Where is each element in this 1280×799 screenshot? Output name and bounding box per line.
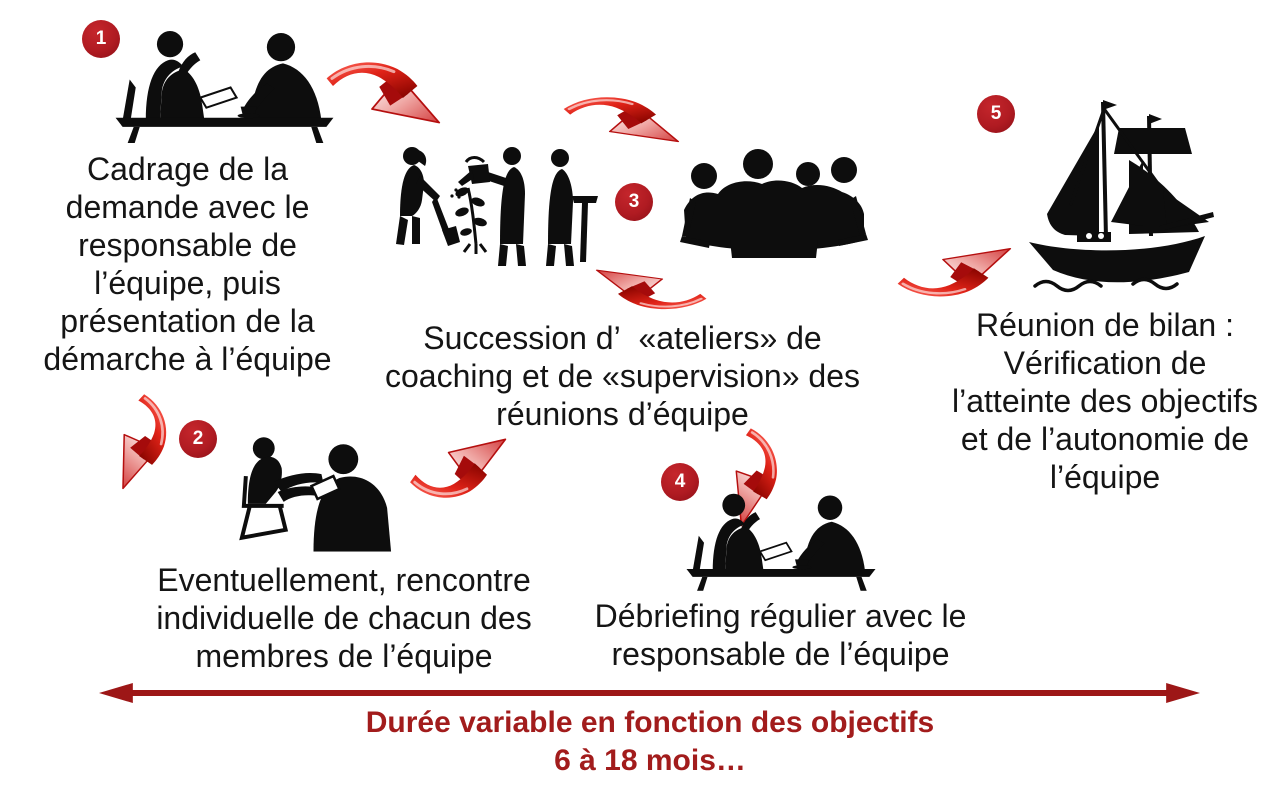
team-meeting-icon — [680, 149, 868, 258]
timeline-double-headed-arrow-icon — [97, 681, 1202, 705]
arrow-step3-to-step5-icon — [896, 247, 1012, 299]
individual-interview-icon — [239, 435, 394, 552]
step-badge-5: 5 — [977, 95, 1015, 133]
arrow-step1-to-step2-icon — [103, 389, 178, 490]
arrow-step1-to-step3-icon — [325, 60, 441, 125]
step-label-4: Débriefing régulier avec le responsable … — [594, 598, 967, 672]
step-label-5: Réunion de bilan : Vérification de l’att… — [952, 307, 1258, 495]
timeline-caption-line1: Durée variable en fonction des objectifs — [365, 706, 935, 739]
step-badge-2: 2 — [179, 420, 217, 458]
arrow-step2-to-step3-icon — [408, 437, 507, 500]
two-people-discussion-icon — [114, 30, 335, 143]
step-badge-4: 4 — [661, 463, 699, 501]
gardening-coaching-icon — [394, 145, 600, 268]
step-label-3: Succession d’ «ateliers» de coaching et … — [385, 320, 860, 432]
arrow-workshops-to-meeting-icon — [562, 95, 680, 144]
step-badge-3: 3 — [615, 183, 653, 221]
step-label-1: Cadrage de la demande avec le responsabl… — [43, 151, 332, 377]
step-label-2: Eventuellement, rencontre individuelle d… — [156, 562, 532, 674]
timeline-caption-line2: 6 à 18 mois… — [554, 744, 746, 777]
two-people-debriefing-icon — [685, 492, 877, 591]
arrow-meeting-back-to-workshops-icon — [595, 268, 709, 311]
step-badge-1: 1 — [82, 20, 120, 58]
sailing-ship-icon — [1027, 98, 1215, 293]
